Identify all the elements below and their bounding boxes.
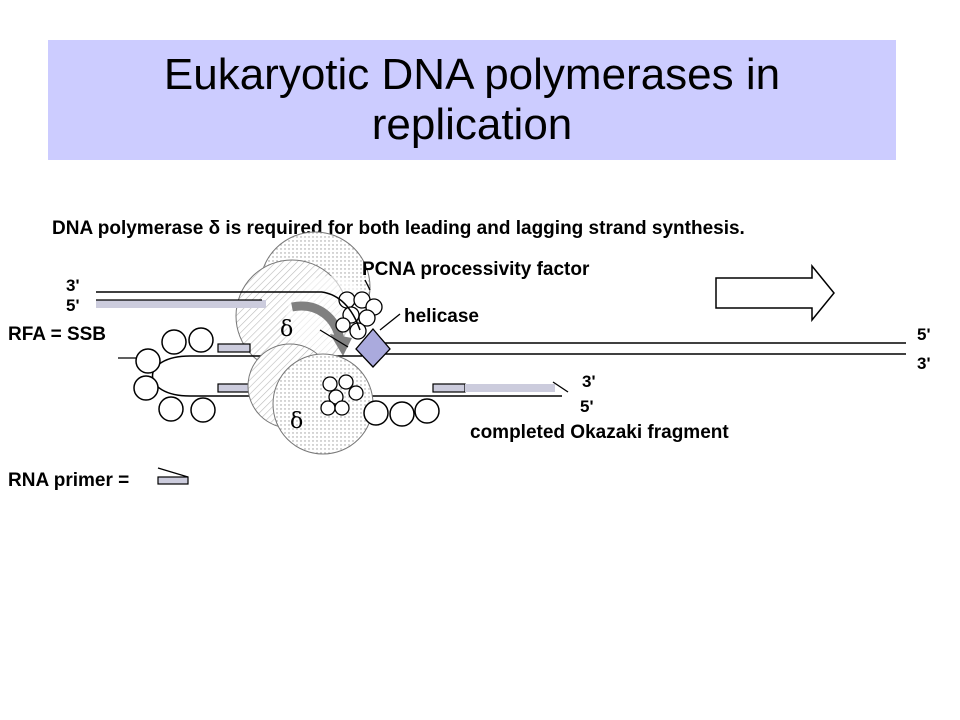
upper-polymerase-delta: δ — [235, 231, 374, 373]
right-top-end: 5' — [917, 325, 931, 344]
curved-arrow — [291, 301, 345, 342]
rna-primer-box — [217, 343, 251, 353]
rna-primer-legend-symbol — [157, 467, 189, 485]
right-bottom-end: 3' — [917, 354, 931, 373]
lagging-bottom-end: 5' — [580, 397, 594, 416]
rna-primer-box — [432, 383, 466, 393]
fork-direction-arrow — [715, 263, 835, 323]
delta-symbol-upper: δ — [280, 317, 293, 342]
helicase-diamond — [355, 327, 391, 368]
helicase-label: helicase — [404, 306, 479, 327]
title-band: Eukaryotic DNA polymerases in replicatio… — [48, 40, 896, 160]
left-bottom-end: 5' — [66, 296, 80, 315]
rna-primer-legend-label: RNA primer = — [8, 470, 129, 491]
caption: DNA polymerase δ is required for both le… — [52, 218, 745, 239]
parental-duplex — [372, 342, 906, 355]
upper-template-strands — [96, 291, 361, 331]
pcna-label: PCNA processivity factor — [362, 259, 590, 280]
slide-title: Eukaryotic DNA polymerases in replicatio… — [163, 50, 781, 149]
lagging-top-end: 3' — [582, 372, 596, 391]
pcna-cluster-lower — [320, 374, 364, 416]
rna-primer-box — [217, 383, 251, 393]
lagging-template-loop — [151, 355, 562, 397]
okazaki-label: completed Okazaki fragment — [470, 422, 729, 443]
ssb-circles — [133, 327, 440, 427]
left-top-end: 3' — [66, 276, 80, 295]
rfa-label: RFA = SSB — [8, 324, 106, 345]
delta-symbol-lower: δ — [290, 409, 303, 434]
